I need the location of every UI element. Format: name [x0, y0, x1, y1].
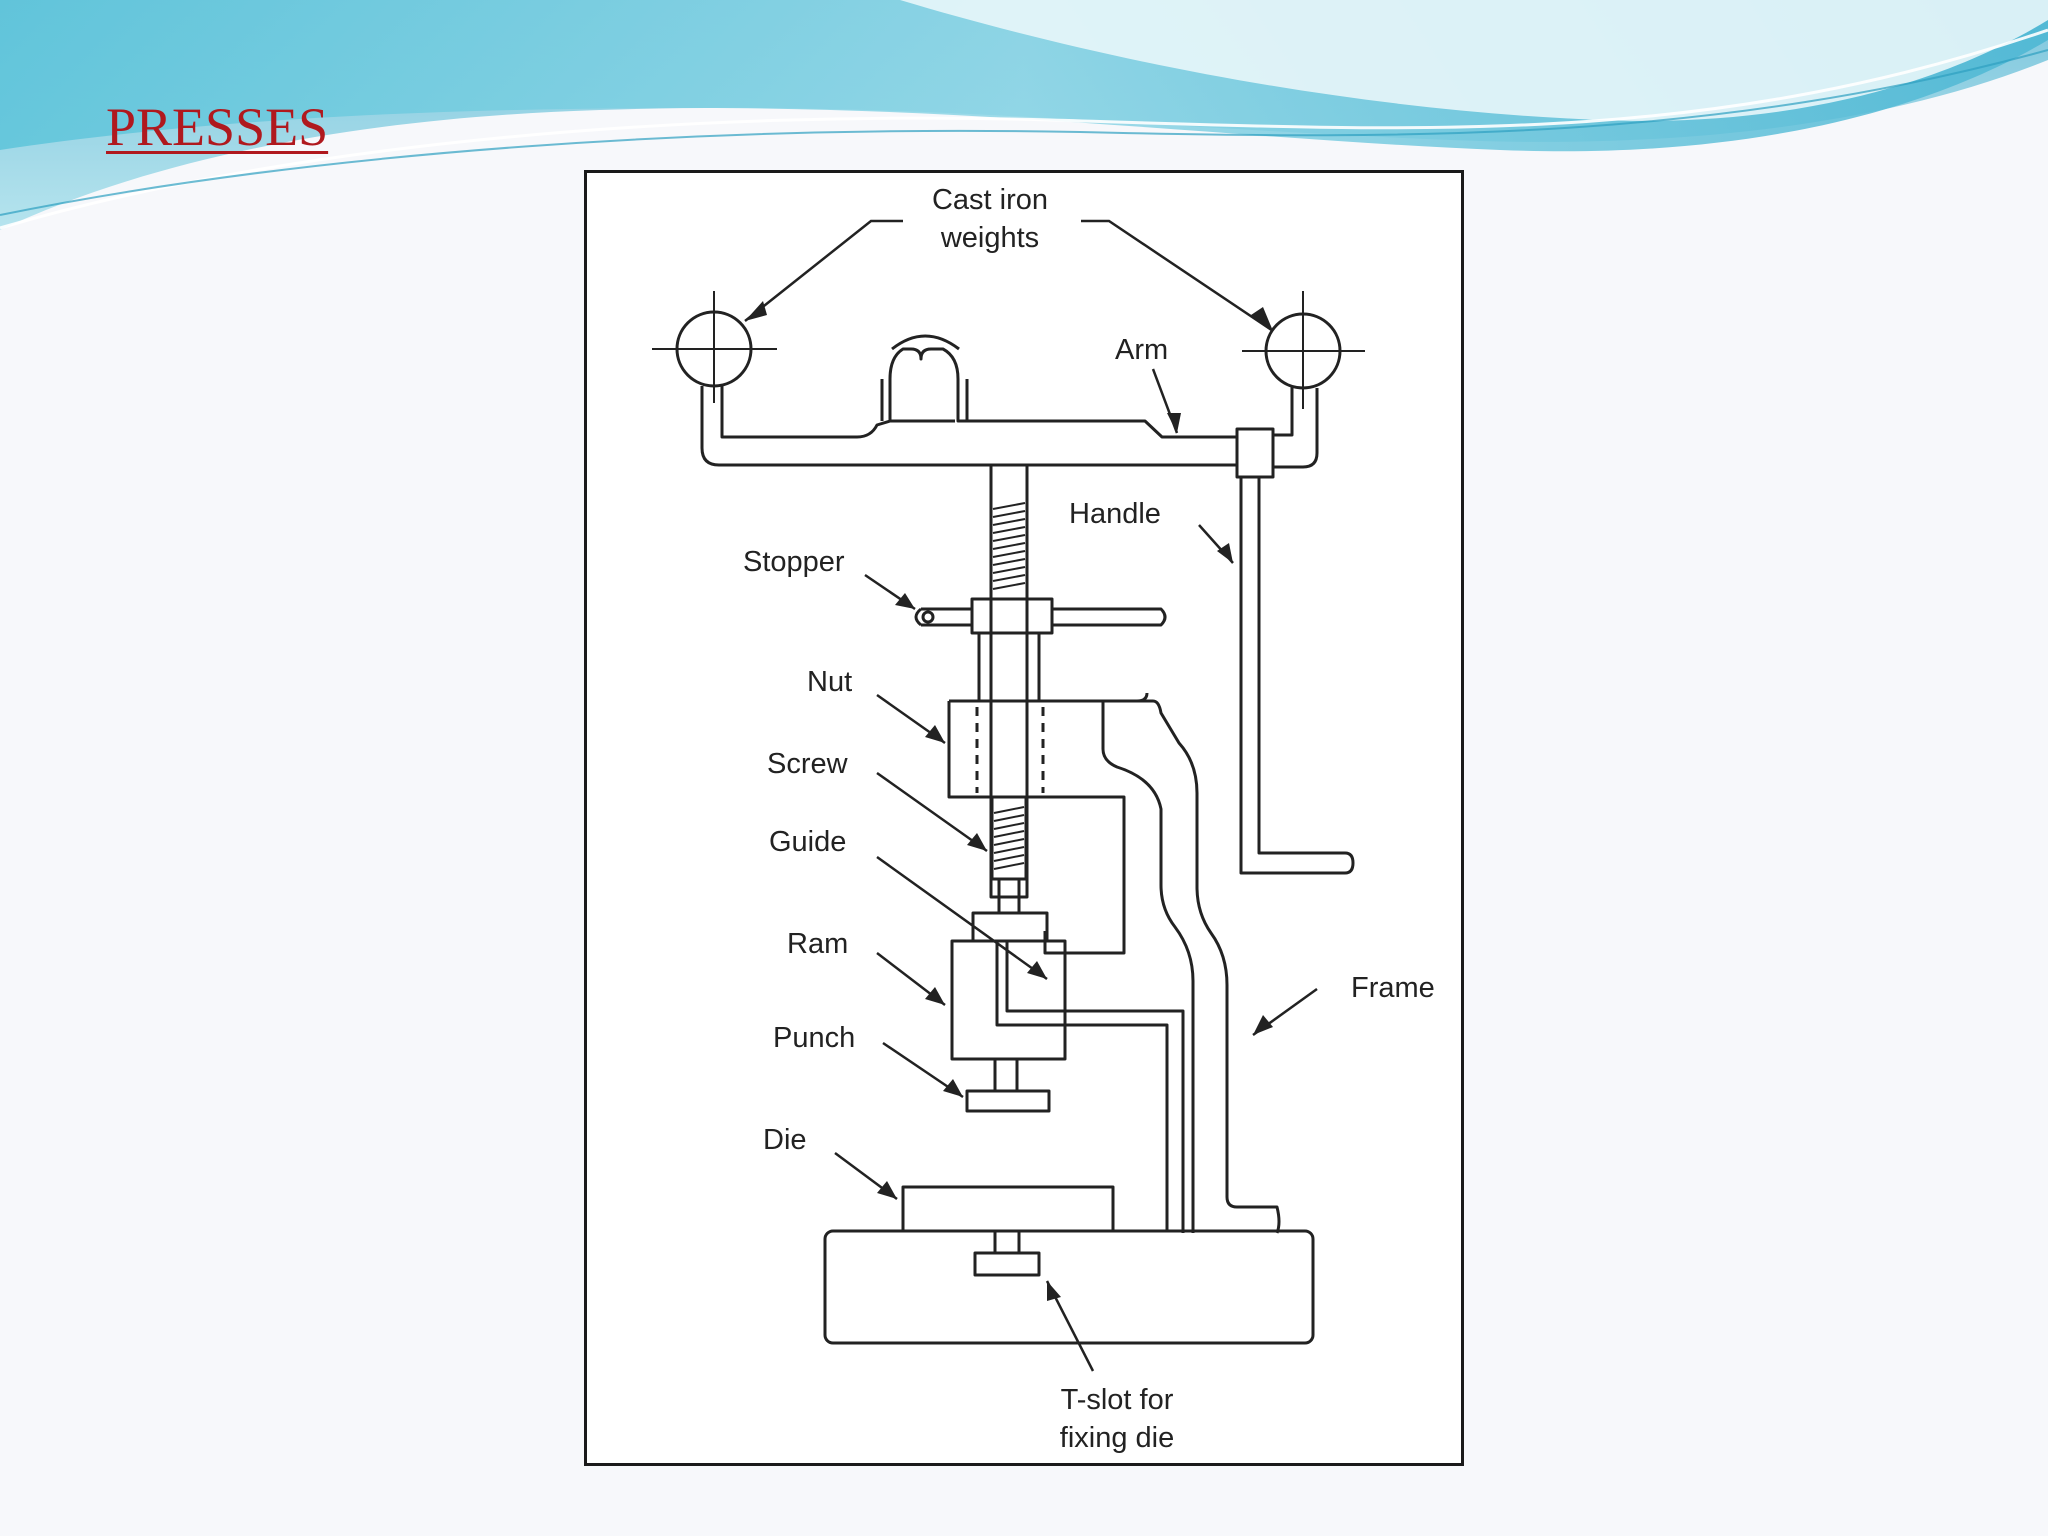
label-screw: Screw [767, 748, 849, 780]
label-die: Die [763, 1124, 807, 1156]
label-t-slot-line2: fixing die [1060, 1422, 1174, 1454]
punch [965, 1057, 1051, 1113]
screw-upper [989, 463, 1029, 899]
label-stopper: Stopper [743, 546, 845, 578]
label-frame: Frame [1351, 972, 1435, 1004]
label-ram: Ram [787, 928, 848, 960]
base [823, 1229, 1315, 1345]
slide-title: PRESSES [106, 97, 329, 157]
press-diagram-figure: Cast iron weights Arm Handle Stopper Nut… [584, 170, 1464, 1466]
handle-collar [1235, 427, 1275, 479]
ram [950, 939, 1185, 1233]
screw-press-diagram: Cast iron weights Arm Handle Stopper Nut… [652, 184, 1435, 1454]
label-nut: Nut [807, 666, 852, 698]
label-handle: Handle [1069, 498, 1161, 530]
die [901, 1185, 1115, 1233]
left-weight [652, 291, 777, 403]
handle [1239, 477, 1355, 875]
label-guide: Guide [769, 826, 846, 858]
t-slot [973, 1251, 1041, 1277]
frame [1101, 699, 1281, 1234]
label-arm: Arm [1115, 334, 1168, 366]
label-cast-iron-weights-line2: weights [940, 222, 1039, 254]
stopper [914, 597, 1167, 701]
arm [700, 347, 1239, 467]
right-weight [1242, 291, 1365, 409]
label-punch: Punch [773, 1022, 855, 1054]
label-t-slot-line1: T-slot for [1061, 1384, 1174, 1416]
leader-arrowheads [745, 301, 1273, 1301]
label-cast-iron-weights-line1: Cast iron [932, 184, 1048, 216]
